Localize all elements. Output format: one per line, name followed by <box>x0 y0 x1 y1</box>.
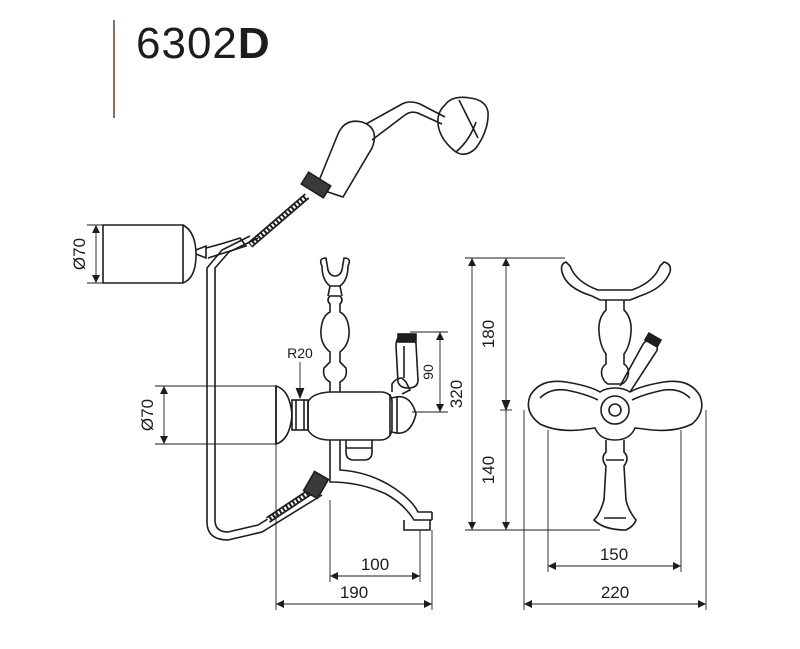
dim-label-total-height: 320 <box>447 380 466 408</box>
dim-label-diameter-body: Ø70 <box>138 399 157 431</box>
wall-bracket-top <box>102 224 248 284</box>
dim-label-centres: 150 <box>600 545 628 564</box>
wall-flange <box>275 384 309 446</box>
front-body <box>527 380 703 441</box>
dim-label-lever-height: 90 <box>420 364 436 380</box>
front-spout <box>592 440 637 531</box>
dim-label-upper-height: 180 <box>479 320 498 348</box>
mixer-body <box>307 257 433 531</box>
dim-label-depth: 190 <box>340 583 368 602</box>
title-accent-bar <box>113 20 115 118</box>
hand-shower <box>314 96 489 198</box>
front-holder-fork <box>560 261 672 301</box>
dim-label-spout-reach: 100 <box>361 555 389 574</box>
dim-label-width: 220 <box>601 583 629 602</box>
front-valve-cap <box>600 395 630 425</box>
dimension-lines <box>87 224 707 610</box>
front-view <box>527 261 703 531</box>
model-number: 6302 <box>136 19 238 68</box>
product-code: 6302D <box>136 22 271 66</box>
side-view <box>102 96 489 541</box>
dimension-arrowheads <box>92 225 706 608</box>
front-column <box>598 300 632 385</box>
dim-label-radius: R20 <box>287 345 313 361</box>
model-suffix: D <box>237 19 271 68</box>
dim-label-lower-height: 140 <box>479 456 498 484</box>
dim-label-diameter-top: Ø70 <box>70 238 89 270</box>
